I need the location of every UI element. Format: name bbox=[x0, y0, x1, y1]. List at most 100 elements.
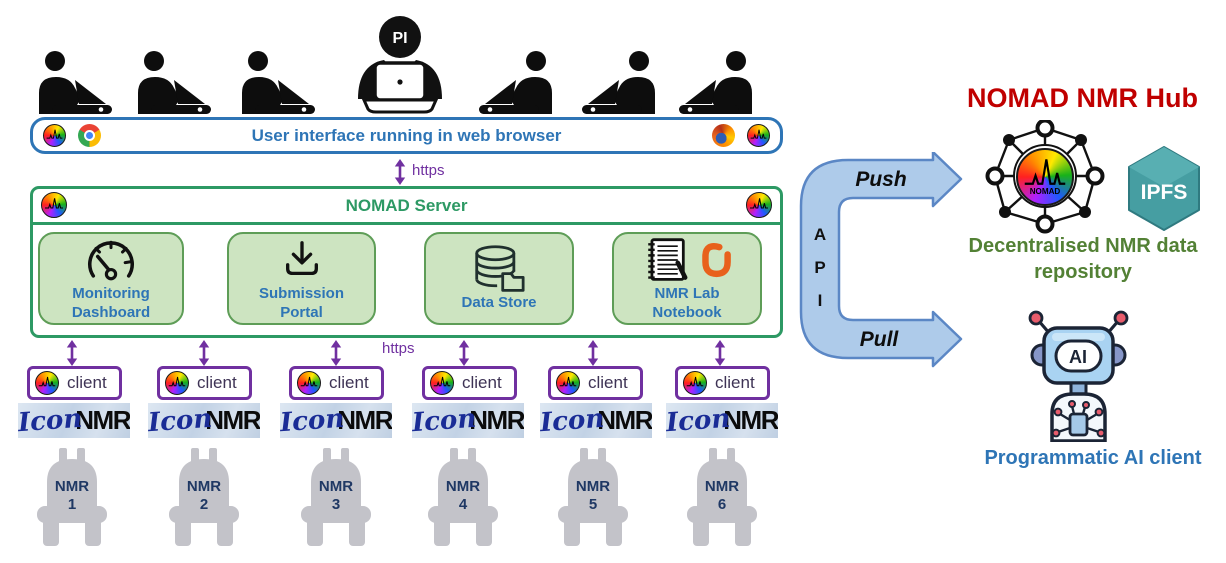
nmr-spectrometer-icon: NMR 6 bbox=[687, 448, 757, 546]
nmr-spectrometer-icon: NMR 2 bbox=[169, 448, 239, 546]
database-icon bbox=[470, 245, 528, 293]
api-push-pull-arrow: Push Pull A P I bbox=[799, 152, 963, 368]
https-arrow-icon bbox=[714, 340, 726, 366]
iconnmr-suffix: NMR bbox=[337, 405, 392, 435]
nomad-logo-icon bbox=[41, 192, 67, 218]
nomad-logo-icon bbox=[683, 371, 707, 395]
user-at-laptop-icon bbox=[582, 51, 655, 114]
nomad-logo-icon bbox=[747, 124, 770, 147]
module-label-line2: Dashboard bbox=[71, 303, 151, 321]
https-arrow-icon bbox=[394, 159, 406, 185]
api-letter-p: P bbox=[814, 258, 825, 277]
module-label-line1: Submission bbox=[258, 284, 344, 302]
module-nmr-lab-notebook: NMR Lab Notebook bbox=[612, 232, 762, 325]
api-letter-a: A bbox=[814, 225, 826, 244]
notebook-icon bbox=[637, 236, 737, 284]
repository-label-line2: repository bbox=[1034, 261, 1132, 283]
client-label: client bbox=[715, 373, 755, 392]
nomad-logo-icon bbox=[556, 371, 580, 395]
elab-logo-icon bbox=[702, 242, 731, 277]
client-label: client bbox=[588, 373, 628, 392]
instrument-name: NMR bbox=[55, 478, 89, 495]
ipfs-logo: IPFS bbox=[1128, 146, 1200, 231]
iconnmr-prefix: Icon bbox=[540, 403, 606, 438]
firefox-browser-icon bbox=[712, 124, 735, 147]
instrument-number: 2 bbox=[200, 496, 208, 513]
nmr-spectrometer-icon: NMR 1 bbox=[37, 448, 107, 546]
client-label: client bbox=[462, 373, 502, 392]
repository-label-line1: Decentralised NMR data bbox=[968, 235, 1198, 257]
server-title: NOMAD Server bbox=[345, 196, 468, 215]
ui-bar-title: User interface running in web browser bbox=[251, 126, 562, 145]
ai-robot-icon: AI bbox=[1028, 310, 1129, 442]
module-label-line2: Notebook bbox=[652, 303, 722, 321]
iconnmr-prefix: Icon bbox=[412, 403, 478, 438]
nomad-client-box: client bbox=[289, 366, 384, 400]
module-label-line1: Monitoring bbox=[72, 284, 150, 302]
ai-client-label: Programmatic AI client bbox=[984, 447, 1202, 469]
instrument-number: 4 bbox=[459, 496, 468, 513]
nomad-logo-icon bbox=[430, 371, 454, 395]
client-label: client bbox=[329, 373, 369, 392]
https-arrow-icon bbox=[458, 340, 470, 366]
chrome-browser-icon bbox=[78, 124, 101, 147]
nomad-client-box: client bbox=[675, 366, 770, 400]
https-arrow-icon bbox=[198, 340, 210, 366]
iconnmr-prefix: Icon bbox=[666, 403, 732, 438]
nmr-spectrometer-icon: NMR 4 bbox=[428, 448, 498, 546]
server-header: NOMAD Server bbox=[33, 189, 780, 225]
gauge-icon bbox=[82, 236, 140, 284]
module-label-line1: Data Store bbox=[461, 294, 537, 311]
instrument-number: 5 bbox=[589, 496, 597, 513]
instrument-name: NMR bbox=[576, 478, 610, 495]
nomad-logo-icon bbox=[746, 192, 772, 218]
client-label: client bbox=[67, 373, 107, 392]
instrument-number: 1 bbox=[68, 496, 76, 513]
nomad-server-box: NOMAD Server Monitoring Dashboard bbox=[30, 186, 783, 338]
repository-label: Decentralised NMR data repository bbox=[938, 233, 1226, 285]
instrument-name: NMR bbox=[446, 478, 480, 495]
user-at-laptop-icon bbox=[39, 51, 112, 114]
instrument-name: NMR bbox=[705, 478, 739, 495]
pull-label: Pull bbox=[860, 328, 900, 351]
module-submission-portal: Submission Portal bbox=[227, 232, 376, 325]
web-browser-ui-bar: User interface running in web browser bbox=[30, 117, 783, 154]
iconnmr-prefix: Icon bbox=[280, 403, 346, 438]
robot-screen-label: AI bbox=[1069, 347, 1087, 367]
pi-badge: PI bbox=[392, 30, 407, 47]
https-arrow-icon bbox=[587, 340, 599, 366]
user-at-laptop-icon bbox=[479, 51, 552, 114]
instrument-name: NMR bbox=[187, 478, 221, 495]
api-letter-i: I bbox=[818, 291, 823, 310]
https-arrow-icon bbox=[330, 340, 342, 366]
iconnmr-suffix: NMR bbox=[723, 405, 778, 435]
push-label: Push bbox=[855, 168, 906, 191]
nmr-spectrometer-icon: NMR 3 bbox=[301, 448, 371, 546]
nomad-logo-icon bbox=[297, 371, 321, 395]
user-at-laptop-icon bbox=[242, 51, 315, 114]
ipfs-label: IPFS bbox=[1141, 181, 1188, 204]
nomad-client-box: client bbox=[422, 366, 517, 400]
iconnmr-suffix: NMR bbox=[75, 405, 130, 435]
iconnmr-prefix: Icon bbox=[18, 403, 84, 438]
iconnmr-prefix: Icon bbox=[148, 403, 214, 438]
pi-user-icon: PI bbox=[358, 16, 442, 114]
user-at-laptop-icon bbox=[138, 51, 211, 114]
instrument-number: 6 bbox=[718, 496, 726, 513]
iconnmr-suffix: NMR bbox=[469, 405, 524, 435]
nomad-logo-icon bbox=[43, 124, 66, 147]
https-label-bottom: https bbox=[382, 340, 415, 357]
https-arrow-icon bbox=[66, 340, 78, 366]
iconnmr-suffix: NMR bbox=[205, 405, 260, 435]
https-label-top: https bbox=[412, 162, 445, 179]
instrument-name: NMR bbox=[319, 478, 353, 495]
module-label-line2: Portal bbox=[280, 303, 323, 321]
nomad-logo-icon bbox=[165, 371, 189, 395]
